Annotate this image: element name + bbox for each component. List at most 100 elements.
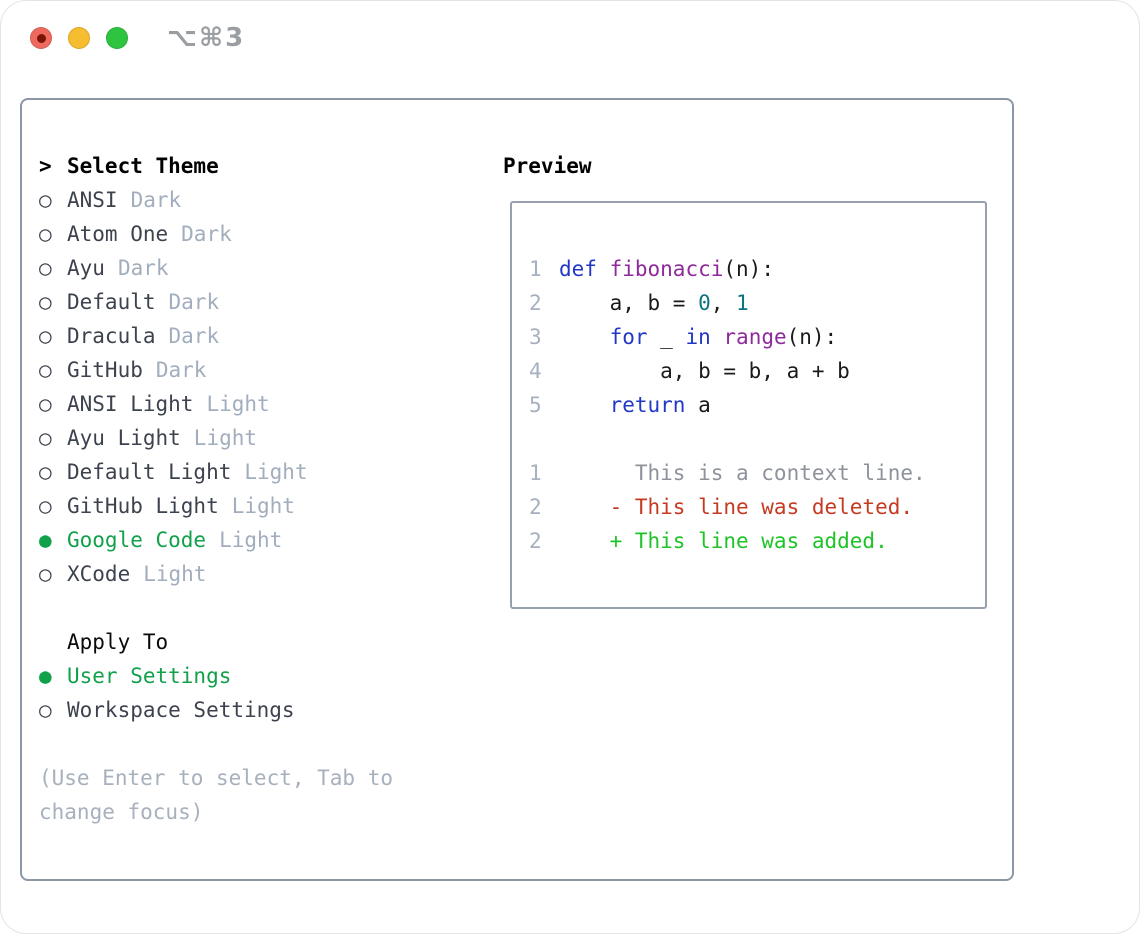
code-token-plain xyxy=(711,325,724,349)
theme-option[interactable]: ○ Ayu Dark xyxy=(39,251,393,285)
preview-title: Preview xyxy=(503,154,592,178)
theme-name: GitHub Light xyxy=(67,494,219,518)
radio-selected-icon: ● xyxy=(39,664,52,688)
theme-option[interactable]: ○ Atom One Dark xyxy=(39,217,393,251)
theme-name: ANSI Light xyxy=(67,392,194,416)
theme-name: Ayu Light xyxy=(67,426,181,450)
line-number: 4 xyxy=(529,359,542,383)
apply-to-label: Workspace Settings xyxy=(67,698,295,722)
theme-option[interactable]: ○ GitHub Light Light xyxy=(39,489,393,523)
theme-name: Atom One xyxy=(67,222,169,246)
theme-list-title: Select Theme xyxy=(67,154,219,178)
help-text-line: (Use Enter to select, Tab to xyxy=(39,766,394,790)
code-token-plain xyxy=(597,257,610,281)
maximize-button[interactable] xyxy=(106,27,128,49)
apply-to-option[interactable]: ○ Workspace Settings xyxy=(39,693,393,727)
code-token-number: 0 xyxy=(698,291,711,315)
close-button[interactable] xyxy=(30,27,52,49)
theme-option[interactable]: ○ ANSI Dark xyxy=(39,183,393,217)
theme-option[interactable]: ○ Default Light Light xyxy=(39,455,393,489)
code-line: 5 return a xyxy=(529,388,926,422)
theme-name: Ayu xyxy=(67,256,105,280)
spacer-row xyxy=(39,591,393,625)
code-text: a, b = b, a + b xyxy=(559,359,850,383)
theme-variant-tag: Dark xyxy=(168,324,220,348)
traffic-lights xyxy=(30,27,128,49)
theme-variant-tag: Light xyxy=(231,494,295,518)
code-text: a, b = 0, 1 xyxy=(559,291,749,315)
apply-to-label: User Settings xyxy=(67,664,232,688)
code-line: 2 a, b = 0, 1 xyxy=(529,286,926,320)
theme-variant-tag: Dark xyxy=(117,256,169,280)
theme-variant-tag: Light xyxy=(206,392,270,416)
selection-cursor-icon: > xyxy=(39,154,52,178)
theme-variant-tag: Dark xyxy=(155,358,207,382)
minimize-button[interactable] xyxy=(68,27,90,49)
code-token-plain xyxy=(559,393,610,417)
code-token-plain xyxy=(559,325,610,349)
theme-option[interactable]: ○ Dracula Dark xyxy=(39,319,393,353)
apply-to-option[interactable]: ● User Settings xyxy=(39,659,393,693)
apply-to-title: Apply To xyxy=(67,630,169,654)
window-shortcut-label: ⌥⌘3 xyxy=(167,23,246,53)
code-token-plain: , xyxy=(710,291,737,315)
code-line: 1 def fibonacci(n): xyxy=(529,252,926,286)
radio-unselected-icon: ○ xyxy=(39,494,52,518)
code-token-plain: (n): xyxy=(723,257,774,281)
theme-variant-tag: Dark xyxy=(130,188,182,212)
radio-unselected-icon: ○ xyxy=(39,222,52,246)
theme-variant-tag: Light xyxy=(244,460,308,484)
theme-name: Dracula xyxy=(67,324,156,348)
code-token-function: range xyxy=(723,325,787,349)
code-token-number: 1 xyxy=(736,291,749,315)
code-token-plain: a, b = xyxy=(559,291,699,315)
radio-unselected-icon: ○ xyxy=(39,324,52,348)
code-token-keyword: for xyxy=(609,325,648,349)
diff-text: - This line was deleted. xyxy=(559,495,914,519)
theme-name: Default Light xyxy=(67,460,232,484)
radio-unselected-icon: ○ xyxy=(39,290,52,314)
code-token-keyword: return xyxy=(609,393,686,417)
radio-unselected-icon: ○ xyxy=(39,698,52,722)
theme-variant-tag: Light xyxy=(143,562,207,586)
titlebar: ⌥⌘3 xyxy=(1,1,1139,71)
theme-list-header: > Select Theme xyxy=(39,149,393,183)
code-text: for _ in range(n): xyxy=(559,325,838,349)
theme-name: Default xyxy=(67,290,156,314)
spacer-line xyxy=(529,422,926,456)
diff-text: + This line was added. xyxy=(559,529,888,553)
theme-variant-tag: Dark xyxy=(181,222,232,246)
code-text: return a xyxy=(559,393,711,417)
theme-variant-tag: Dark xyxy=(168,290,220,314)
line-number: 5 xyxy=(529,393,542,417)
radio-unselected-icon: ○ xyxy=(39,188,52,212)
code-token-plain: a xyxy=(685,393,711,417)
code-text: def fibonacci(n): xyxy=(559,257,774,281)
radio-unselected-icon: ○ xyxy=(39,426,52,450)
line-number: 2 xyxy=(529,495,542,519)
theme-variant-tag: Light xyxy=(219,528,283,552)
radio-unselected-icon: ○ xyxy=(39,460,52,484)
code-line: 3 for _ in range(n): xyxy=(529,320,926,354)
record-dot-icon xyxy=(36,33,46,43)
theme-name: ANSI xyxy=(67,188,118,212)
code-token-plain: a, b = b, a + b xyxy=(559,359,850,383)
radio-unselected-icon: ○ xyxy=(39,358,52,382)
apply-to-header: Apply To xyxy=(39,625,393,659)
line-number: 1 xyxy=(529,257,542,281)
radio-unselected-icon: ○ xyxy=(39,256,52,280)
code-token-function: fibonacci xyxy=(609,257,724,281)
code-line: 4 a, b = b, a + b xyxy=(529,354,926,388)
theme-option[interactable]: ○ Default Dark xyxy=(39,285,393,319)
code-token-keyword: def xyxy=(559,257,597,281)
